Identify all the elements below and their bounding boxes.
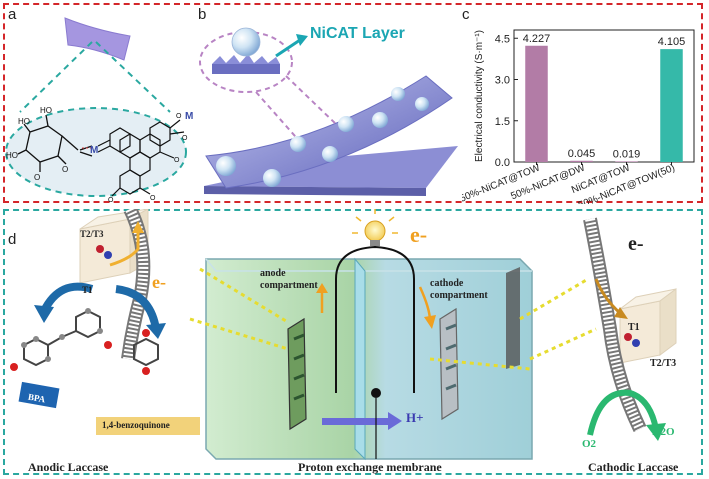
zoom-ellipse [5,107,187,197]
svg-text:O: O [62,165,68,174]
bar-3 [660,49,683,162]
panel-a-illustration: HO HO HO O O O O O O O [5,17,188,204]
svg-text:O: O [174,157,180,164]
panel-bottom-frame [3,209,703,475]
proton-exchange-membrane [354,257,366,461]
bar-1 [570,160,593,162]
anode-compartment-label: anode compartment [260,268,318,291]
membrane-label: Proton exchange membrane [298,460,442,474]
svg-text:HO: HO [6,151,18,160]
bar-0 [525,45,548,162]
panel-top-frame [3,3,703,203]
t1-left-label: T1 [82,285,93,295]
lightbulb-icon [352,209,398,246]
svg-text:HO: HO [18,117,30,126]
t2t3-left-label: T2/T3 [80,229,104,239]
anodic-laccase-label: Anodic Laccase [28,460,109,474]
bar-value-label: 0.019 [613,148,641,160]
bar-value-label: 0.045 [568,148,596,160]
t1-right-label: T1 [628,322,640,333]
panel-d-illustration [10,209,677,461]
h2o-label: H2O [652,426,675,438]
cathodic-laccase-label: Cathodic Laccase [588,460,679,474]
panel-a-letter: a [8,6,17,23]
bar-value-label: 4.105 [658,36,686,48]
bar-value-label: 4.227 [523,33,551,45]
y-tick-label: 3.0 [495,75,510,87]
metal-label-1: M [90,145,99,156]
cathodic-laccase-cube [619,288,677,364]
bar-2 [615,161,638,162]
electron-center-label: e- [410,222,428,247]
y-tick-label: 0.0 [495,157,510,169]
curved-fabric [205,75,453,189]
chart-frame [513,29,695,163]
panel-d-letter: d [8,231,17,248]
proton-label: H+ [406,410,424,425]
svg-text:HO: HO [40,106,52,115]
panel-b-illustration [199,27,458,196]
conductivity-chart: 0.0 1.5 3.0 4.5 Electrical conductivity (S·m… [462,29,695,204]
y-tick-label: 1.5 [495,116,510,128]
electron-left-label: e- [152,272,166,292]
svg-text:O: O [150,195,156,202]
benzoquinone-label: 1,4-benzoquinone [102,420,170,430]
nicat-layer-label: NiCAT Layer [310,25,405,42]
fabric-sheet [64,17,131,61]
electron-right-label: e- [628,233,644,255]
panel-c-letter: c [462,6,470,23]
metal-label-2: M [185,111,194,122]
y-axis-label: Electrical conductivity (S·m⁻¹) [474,30,485,162]
t2t3-right-label: T2/T3 [650,358,677,369]
svg-text:O: O [182,135,188,142]
cathode-compartment-label: cathode compartment [430,278,488,301]
o2-label: O2 [582,438,597,450]
svg-text:O: O [108,197,114,204]
panel-b-letter: b [198,6,207,23]
svg-text:O: O [34,173,40,182]
y-tick-label: 4.5 [495,33,510,45]
svg-text:O: O [176,113,182,120]
